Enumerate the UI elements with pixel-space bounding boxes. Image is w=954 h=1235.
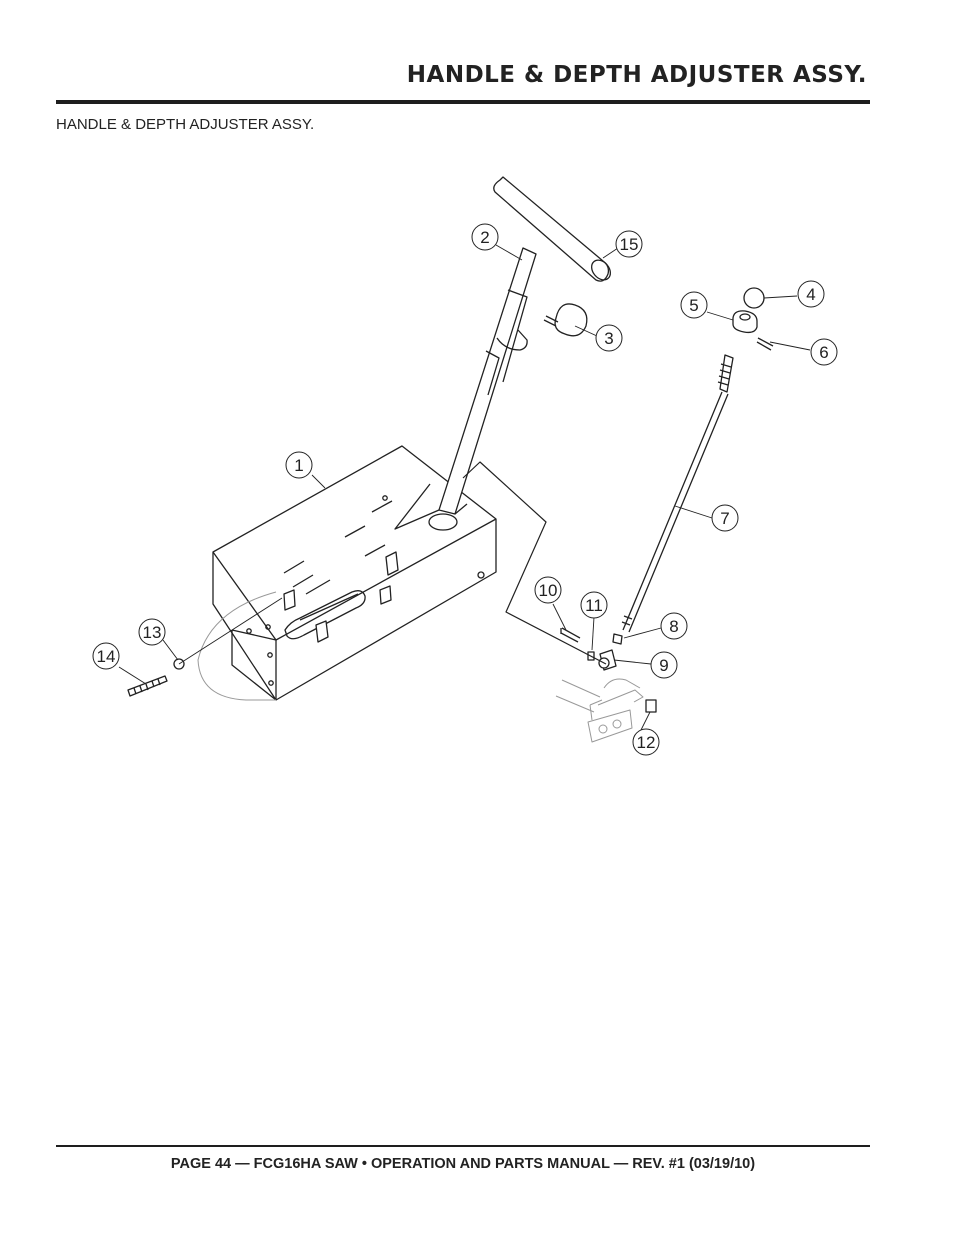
callout-10: 10 [534, 576, 562, 604]
callout-3: 3 [595, 324, 623, 352]
callout-4: 4 [797, 280, 825, 308]
detail-break-line [462, 461, 607, 665]
threaded-rod-part [621, 354, 734, 633]
svg-text:6: 6 [819, 343, 828, 362]
section-caption: HANDLE & DEPTH ADJUSTER ASSY. [56, 116, 315, 133]
svg-text:9: 9 [659, 656, 668, 675]
callout-15: 15 [615, 230, 643, 258]
callouts: 1 2 3 4 5 6 7 8 9 10 11 12 13 14 15 [92, 223, 838, 756]
callout-11: 11 [580, 591, 608, 619]
callout-7: 7 [711, 504, 739, 532]
title-rule [56, 100, 870, 104]
callout-13: 13 [138, 618, 166, 646]
svg-text:1: 1 [294, 456, 303, 475]
collar-part [732, 310, 758, 334]
callout-14: 14 [92, 642, 120, 670]
callout-12: 12 [632, 728, 660, 756]
footer-rule [56, 1145, 870, 1147]
bolt-part [560, 627, 581, 643]
handle-grip-part [493, 176, 612, 282]
ball-part [743, 287, 765, 309]
svg-text:14: 14 [97, 647, 116, 666]
callout-9: 9 [650, 651, 678, 679]
leader-lines [118, 244, 811, 731]
svg-text:5: 5 [689, 296, 698, 315]
callout-8: 8 [660, 612, 688, 640]
svg-text:3: 3 [604, 329, 613, 348]
svg-text:13: 13 [143, 623, 162, 642]
set-screw-part [756, 337, 774, 351]
callout-6: 6 [810, 338, 838, 366]
svg-text:8: 8 [669, 617, 678, 636]
callout-5: 5 [680, 291, 708, 319]
callout-1: 1 [285, 451, 313, 479]
svg-text:15: 15 [620, 235, 639, 254]
svg-text:12: 12 [637, 733, 656, 752]
lock-nut-part [645, 699, 657, 713]
svg-text:7: 7 [720, 509, 729, 528]
page-footer: PAGE 44 — FCG16HA SAW • OPERATION AND PA… [170, 1156, 756, 1172]
nut-part [612, 633, 623, 645]
handle-tube-part [394, 247, 537, 531]
svg-text:11: 11 [585, 596, 603, 615]
reference-bracket [555, 678, 644, 743]
svg-text:2: 2 [480, 228, 489, 247]
page-title: HANDLE & DEPTH ADJUSTER ASSY. [406, 62, 867, 88]
bolt-path-line [178, 597, 283, 665]
long-bolt-part [127, 675, 168, 697]
svg-text:10: 10 [539, 581, 558, 600]
svg-text:4: 4 [806, 285, 815, 304]
callout-2: 2 [471, 223, 499, 251]
base-housing-part [197, 445, 497, 701]
knob-part [543, 303, 588, 337]
